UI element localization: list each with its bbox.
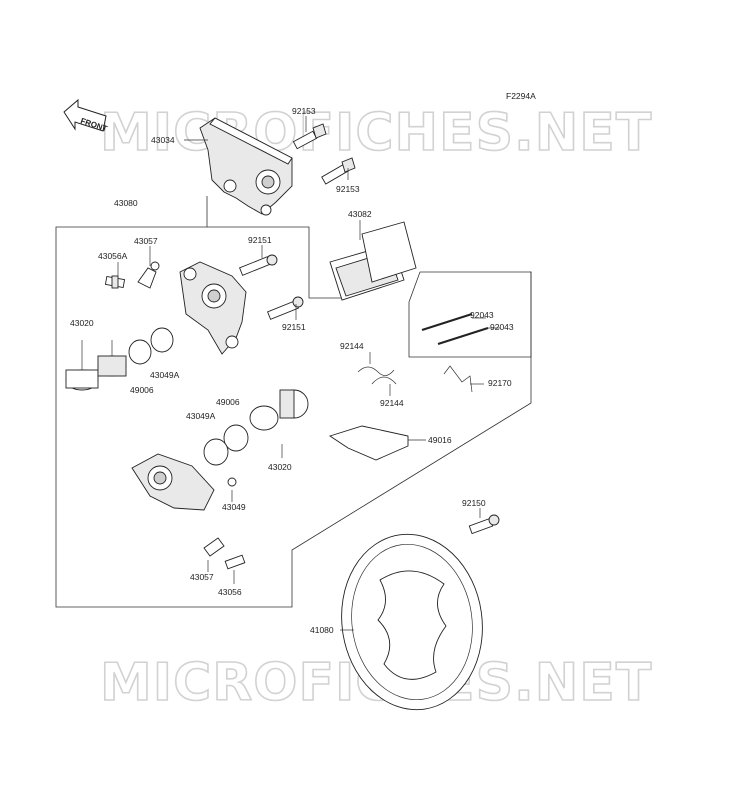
callout-43080: 43080 <box>114 198 138 208</box>
callout-43020-upper: 43020 <box>70 318 94 328</box>
callout-43049: 43049 <box>222 502 246 512</box>
callout-43057-lower: 43057 <box>190 572 214 582</box>
callout-92153-lower: 92153 <box>336 184 360 194</box>
pad-pins-92043 <box>421 313 489 345</box>
washer-43049 <box>227 477 237 487</box>
bolt-92151-upper <box>239 254 278 276</box>
callout-43056A: 43056A <box>98 251 128 261</box>
brake-disc <box>341 533 483 711</box>
callout-92043-a: 92043 <box>470 310 494 320</box>
figure-code: F2294A <box>506 91 536 101</box>
callout-43034: 43034 <box>151 135 175 145</box>
callout-49006-lower: 49006 <box>216 397 240 407</box>
disc-bolt-92150 <box>468 514 500 535</box>
callout-43049A-upper: 43049A <box>150 370 180 380</box>
brake-pads <box>329 221 417 301</box>
callout-92144-a: 92144 <box>340 341 364 351</box>
bolt-92153-lower <box>321 157 356 185</box>
callout-43057-upper: 43057 <box>134 236 158 246</box>
anti-rattle-shim <box>328 425 409 461</box>
leader-lines <box>81 116 500 631</box>
callout-49006-upper: 49006 <box>130 385 154 395</box>
pad-spring-92144 <box>357 366 397 385</box>
piston-set-lower <box>203 389 309 466</box>
bleeder-valve-43056A <box>104 275 126 289</box>
bolt-92151-lower <box>267 296 304 320</box>
callout-43020-lower: 43020 <box>268 462 292 472</box>
bleeder-cap-43057-lower <box>203 537 225 557</box>
retaining-clip-92170 <box>443 365 473 393</box>
caliper-inner-half <box>179 261 247 355</box>
callout-92150: 92150 <box>462 498 486 508</box>
bolt-92153-upper <box>292 123 327 150</box>
piston-set-upper <box>65 327 174 391</box>
callout-41080: 41080 <box>310 625 334 635</box>
callout-92144-b: 92144 <box>380 398 404 408</box>
callout-92151-lower: 92151 <box>282 322 306 332</box>
callout-92151-upper: 92151 <box>248 235 272 245</box>
callout-43082: 43082 <box>348 209 372 219</box>
callout-92170: 92170 <box>488 378 512 388</box>
callout-92043-b: 92043 <box>490 322 514 332</box>
caliper-outer-half <box>131 453 215 511</box>
callout-43056: 43056 <box>218 587 242 597</box>
callout-49016: 49016 <box>428 435 452 445</box>
bleeder-cap-43057-upper <box>137 261 160 289</box>
callout-92153-upper: 92153 <box>292 106 316 116</box>
callout-43049A-lower: 43049A <box>186 411 216 421</box>
watermark-top: MICROFICHES.NET <box>100 103 652 163</box>
caliper-bracket <box>199 117 293 216</box>
bleeder-valve-43056 <box>224 554 246 570</box>
